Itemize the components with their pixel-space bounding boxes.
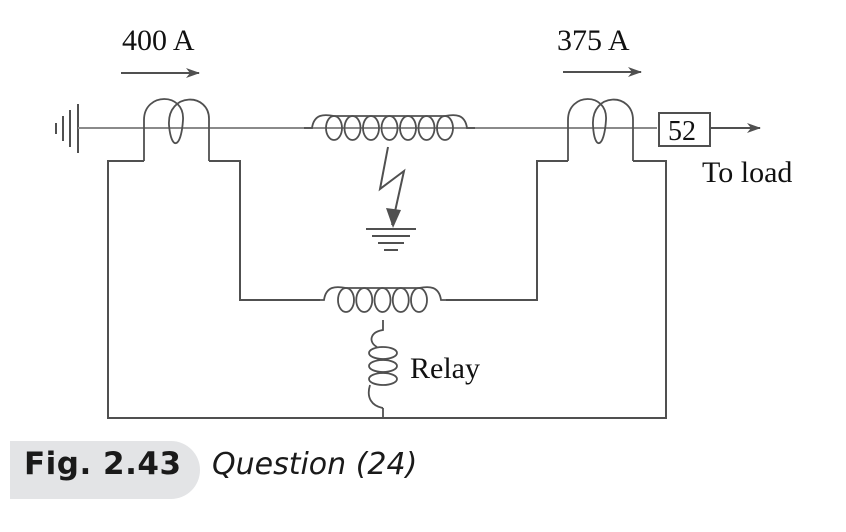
protected-winding-icon — [304, 114, 475, 141]
relay-coil-icon — [367, 320, 398, 418]
caption-number-badge — [10, 441, 200, 499]
fault-ground-icon — [366, 228, 416, 251]
source-ground-icon — [55, 104, 79, 153]
figure-caption: Question (24) — [212, 447, 418, 482]
outer-secondary-loop — [107, 160, 667, 419]
restraint-coil-icon — [316, 286, 449, 313]
current-out-label: 375 A — [557, 24, 630, 57]
load-label: To load — [702, 156, 792, 189]
left-ct-icon — [143, 98, 210, 161]
inner-left-wire — [209, 160, 320, 301]
current-in-label: 400 A — [122, 24, 195, 57]
breaker-label: 52 — [668, 116, 696, 147]
breaker-box — [658, 112, 711, 147]
relay-label: Relay — [410, 352, 480, 385]
inner-right-wire — [446, 160, 568, 301]
fault-arrow-icon — [378, 146, 406, 228]
right-ct-icon — [567, 98, 634, 161]
figure-number: Fig. 2.43 — [24, 446, 182, 482]
